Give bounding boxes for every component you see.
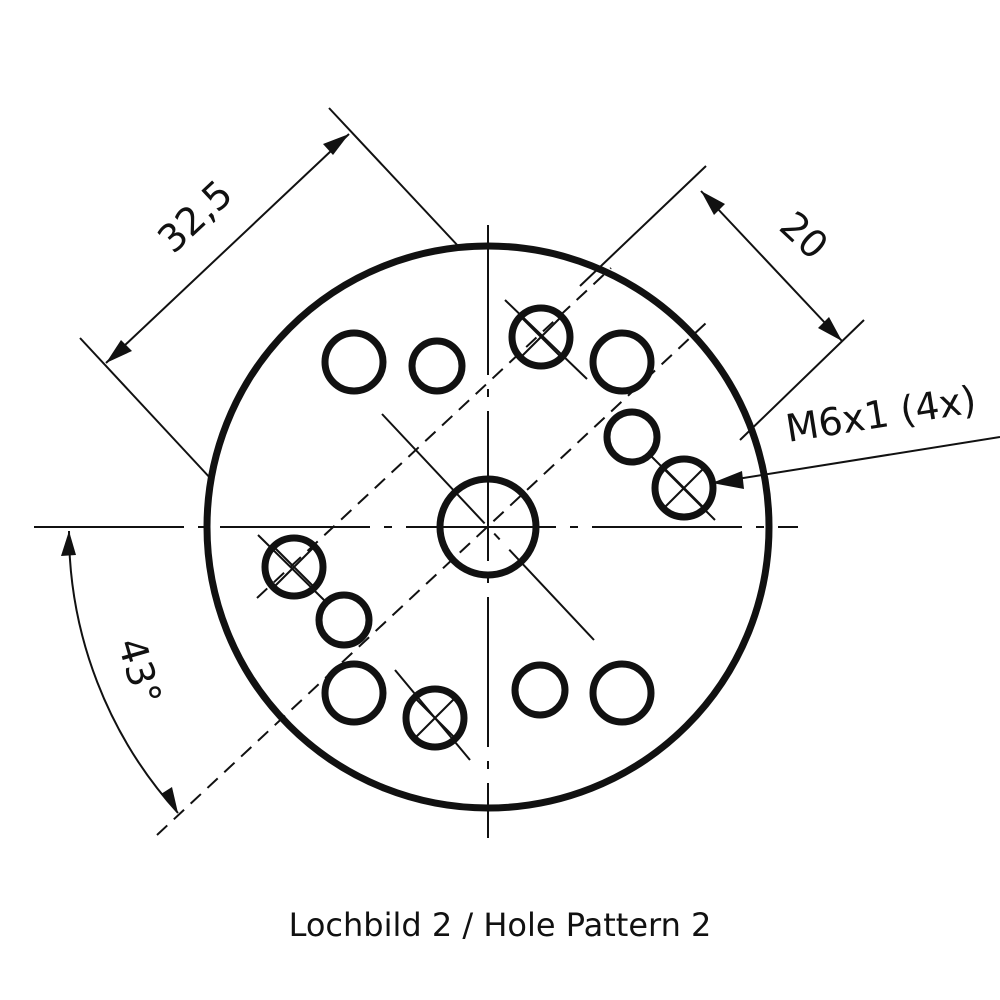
thread-hole-top bbox=[508, 304, 574, 370]
angle-label: 43° bbox=[109, 633, 170, 710]
hole-plain-7 bbox=[511, 661, 569, 719]
hole-plain-5 bbox=[315, 591, 373, 649]
thread-callout-leader bbox=[711, 436, 1000, 489]
hole-plain-8 bbox=[589, 660, 655, 726]
hole-plain-3 bbox=[589, 329, 655, 395]
pitch-line-left bbox=[156, 322, 707, 836]
hole-axis-top bbox=[504, 299, 588, 380]
hole-plain-6 bbox=[321, 660, 387, 726]
center-bore-thread-arc bbox=[439, 535, 501, 578]
dimension-32-5 bbox=[79, 107, 461, 481]
thread-hole-left bbox=[261, 534, 327, 600]
drawing-caption: Lochbild 2 / Hole Pattern 2 bbox=[289, 906, 712, 944]
hole-plain-2 bbox=[408, 337, 466, 395]
hole-plain-4 bbox=[603, 408, 661, 466]
thread-hole-right bbox=[651, 455, 717, 521]
angle-dimension bbox=[61, 530, 179, 814]
inclined-center-line bbox=[381, 413, 595, 641]
thread-hole-bottom bbox=[402, 685, 468, 751]
pitch-line-right bbox=[256, 267, 612, 599]
dimension-20 bbox=[579, 165, 865, 441]
hole-plain-1 bbox=[321, 329, 387, 395]
thread-callout-label: M6x1 (4x) bbox=[783, 377, 980, 450]
dimension-20-label: 20 bbox=[771, 203, 836, 268]
